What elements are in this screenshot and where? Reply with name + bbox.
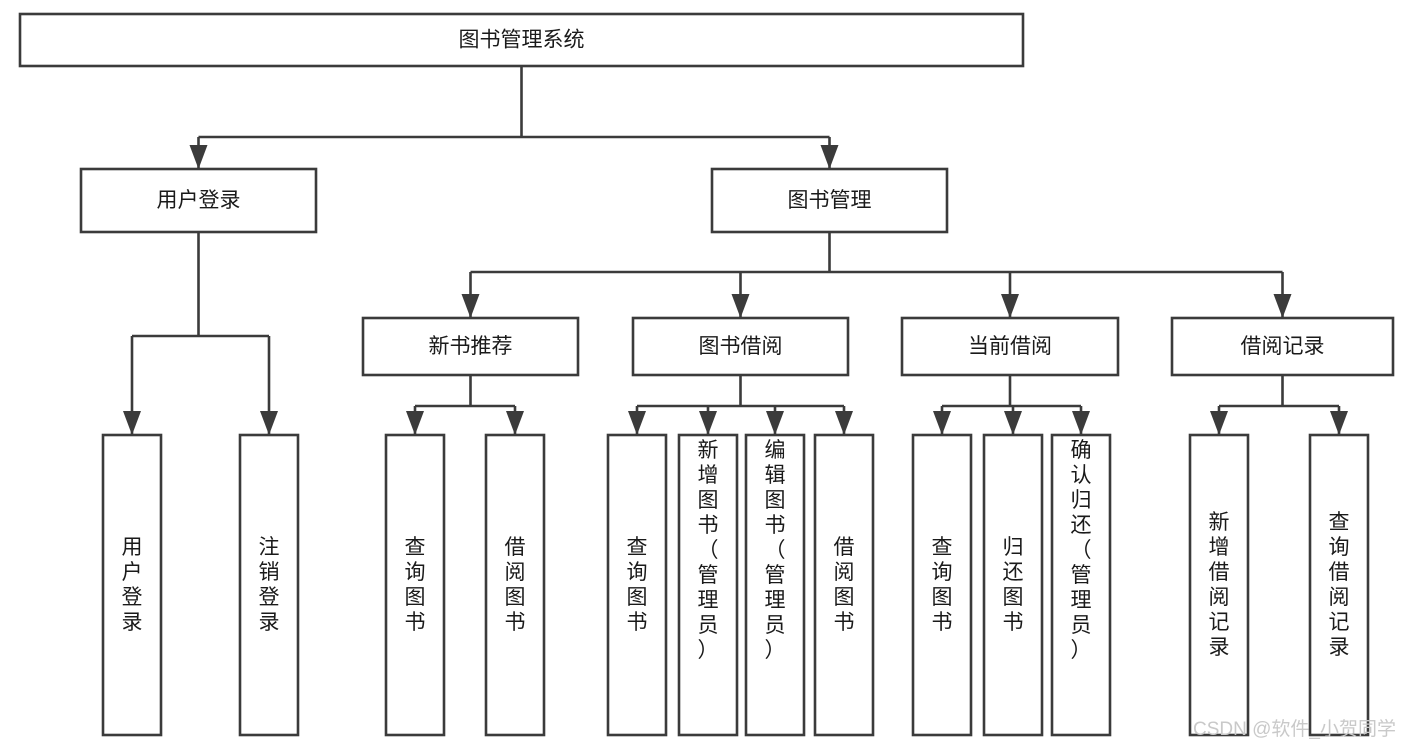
leaf-node-leaf-confirm-return-label: 确认归还（管理员） <box>1071 439 1092 662</box>
borrow-record-arrow-0 <box>1210 411 1228 435</box>
leaf-node-leaf-add-record-box <box>1188 433 1250 737</box>
borrow-record-arrow-1 <box>1330 411 1348 435</box>
leaf-node-leaf-borrow-book-1[interactable]: 借阅图书 <box>484 433 546 737</box>
book-management-arrow-2 <box>1001 294 1019 318</box>
leaf-node-leaf-borrow-book-2-box <box>813 433 875 737</box>
leaf-node-leaf-borrow-book-1-label: 借阅图书 <box>505 536 526 634</box>
root-arrow-1 <box>820 145 839 169</box>
nodes-layer: 图书管理系统用户登录图书管理新书推荐图书借阅当前借阅借阅记录用户登录注销登录查询… <box>18 12 1395 737</box>
level2-node-book-management-label: 图书管理 <box>788 189 872 212</box>
current-borrow-arrow-1 <box>1004 411 1022 435</box>
leaf-node-leaf-logout[interactable]: 注销登录 <box>238 433 300 737</box>
leaf-node-leaf-user-login-box <box>101 433 163 737</box>
leaf-node-leaf-edit-book-box <box>744 433 806 737</box>
book-management-arrow-1 <box>731 294 750 318</box>
level3-node-current-borrow-label: 当前借阅 <box>968 335 1052 358</box>
book-borrow-arrow-3 <box>835 411 853 435</box>
leaf-node-leaf-return-book-box <box>982 433 1044 737</box>
leaf-node-leaf-query-book-3-box <box>911 433 973 737</box>
leaf-node-leaf-edit-book-label: 编辑图书（管理员） <box>765 439 786 662</box>
new-book-recommend-arrow-0 <box>406 411 424 435</box>
leaf-node-leaf-borrow-book-2[interactable]: 借阅图书 <box>813 433 875 737</box>
leaf-node-leaf-borrow-book-2-label: 借阅图书 <box>834 536 855 634</box>
leaf-node-leaf-query-record-label: 查询借阅记录 <box>1329 511 1350 659</box>
level2-node-book-management-box <box>710 167 949 234</box>
leaf-node-leaf-logout-box <box>238 433 300 737</box>
root-arrow-0 <box>189 145 208 169</box>
leaf-node-leaf-borrow-book-1-box <box>484 433 546 737</box>
book-borrow-arrow-2 <box>766 411 784 435</box>
new-book-recommend-arrow-1 <box>506 411 524 435</box>
level3-node-borrow-record-label: 借阅记录 <box>1241 335 1325 358</box>
current-borrow-arrow-2 <box>1072 411 1090 435</box>
book-borrow-arrow-0 <box>628 411 646 435</box>
level3-node-borrow-record-box <box>1170 316 1395 377</box>
leaf-node-leaf-edit-book[interactable]: 编辑图书（管理员） <box>744 433 806 737</box>
leaf-node-leaf-query-record-box <box>1308 433 1370 737</box>
level3-node-new-book-recommend-label: 新书推荐 <box>429 335 513 358</box>
leaf-node-leaf-return-book[interactable]: 归还图书 <box>982 433 1044 737</box>
current-borrow-arrow-0 <box>933 411 951 435</box>
leaf-node-leaf-add-book-box <box>677 433 739 737</box>
level2-node-user-login-label: 用户登录 <box>157 189 241 212</box>
leaf-node-leaf-query-book-2-box <box>606 433 668 737</box>
leaf-node-leaf-query-record[interactable]: 查询借阅记录 <box>1308 433 1370 737</box>
root-node-book-management-system-box <box>18 12 1025 68</box>
level3-node-current-borrow[interactable]: 当前借阅 <box>900 316 1120 377</box>
leaf-node-leaf-query-book-1-label: 查询图书 <box>405 536 426 634</box>
level3-node-book-borrow-label: 图书借阅 <box>699 335 783 358</box>
leaf-node-leaf-add-record[interactable]: 新增借阅记录 <box>1188 433 1250 737</box>
leaf-node-leaf-logout-label: 注销登录 <box>259 536 280 634</box>
level3-node-book-borrow[interactable]: 图书借阅 <box>631 316 850 377</box>
level2-node-user-login[interactable]: 用户登录 <box>79 167 318 234</box>
leaf-node-leaf-query-book-1-box <box>384 433 446 737</box>
leaf-node-leaf-user-login-label: 用户登录 <box>122 536 143 634</box>
level3-node-current-borrow-box <box>900 316 1120 377</box>
user-login-arrow-0 <box>123 411 141 435</box>
root-node-book-management-system[interactable]: 图书管理系统 <box>18 12 1025 68</box>
book-borrow-arrow-1 <box>699 411 717 435</box>
leaf-node-leaf-confirm-return[interactable]: 确认归还（管理员） <box>1050 433 1112 737</box>
level2-node-book-management[interactable]: 图书管理 <box>710 167 949 234</box>
level3-node-book-borrow-box <box>631 316 850 377</box>
leaf-node-leaf-add-book-label: 新增图书（管理员） <box>698 439 719 662</box>
level3-node-new-book-recommend-box <box>361 316 580 377</box>
leaf-node-leaf-return-book-label: 归还图书 <box>1003 536 1024 634</box>
leaf-node-leaf-confirm-return-box <box>1050 433 1112 737</box>
csdn-watermark: CSDN @软件_小贺同学 <box>1193 718 1396 740</box>
user-login-arrow-1 <box>260 411 278 435</box>
leaf-node-leaf-query-book-1[interactable]: 查询图书 <box>384 433 446 737</box>
leaf-node-leaf-query-book-2-label: 查询图书 <box>627 536 648 634</box>
leaf-node-leaf-query-book-2[interactable]: 查询图书 <box>606 433 668 737</box>
leaf-node-leaf-query-book-3-label: 查询图书 <box>932 536 953 634</box>
root-node-book-management-system-label: 图书管理系统 <box>459 29 585 52</box>
level2-node-user-login-box <box>79 167 318 234</box>
leaf-node-leaf-add-record-label: 新增借阅记录 <box>1209 511 1230 659</box>
leaf-node-leaf-query-book-3[interactable]: 查询图书 <box>911 433 973 737</box>
connector-links-layer <box>123 66 1348 435</box>
book-management-arrow-0 <box>461 294 480 318</box>
level3-node-new-book-recommend[interactable]: 新书推荐 <box>361 316 580 377</box>
book-management-arrow-3 <box>1273 294 1292 318</box>
leaf-node-leaf-user-login[interactable]: 用户登录 <box>101 433 163 737</box>
level3-node-borrow-record[interactable]: 借阅记录 <box>1170 316 1395 377</box>
leaf-node-leaf-add-book[interactable]: 新增图书（管理员） <box>677 433 739 737</box>
